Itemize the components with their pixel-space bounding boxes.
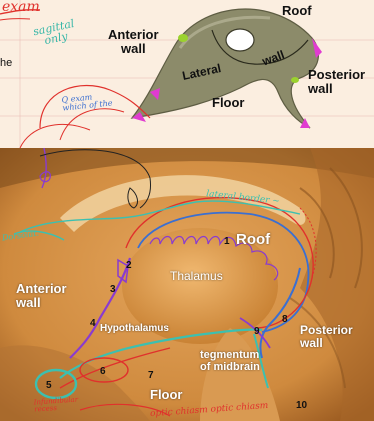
schematic-panel: exam sagittal only he Q exam which of th…	[0, 0, 374, 148]
number-7: 7	[148, 370, 154, 381]
diagram-label-anterior-wall: Anterior wall	[108, 28, 159, 55]
photo-label-floor: Floor	[150, 388, 183, 402]
photo-label-thalamus: Thalamus	[170, 270, 223, 283]
number-1: 1	[224, 236, 230, 247]
foramen-marker	[291, 77, 299, 83]
diagram-label-roof: Roof	[282, 4, 312, 18]
photo-label-posterior-wall: Posterior wall	[300, 324, 353, 349]
third-ventricle-shape	[132, 9, 318, 128]
number-5: 5	[46, 380, 52, 391]
number-8: 8	[282, 314, 288, 325]
number-10: 10	[296, 400, 307, 411]
note-left-fragment: he	[0, 58, 12, 70]
number-6: 6	[100, 366, 106, 377]
photo-label-anterior-wall: Anterior wall	[16, 282, 67, 309]
number-4: 4	[90, 318, 96, 329]
number-2: 2	[126, 260, 132, 271]
number-3: 3	[110, 284, 116, 295]
photo-label-roof: Roof	[236, 232, 270, 248]
brain-section-photo: Dorsolat. lateral border ~ optic chiasm …	[0, 148, 374, 421]
note-exam-title: exam	[2, 0, 40, 14]
photo-label-tegmentum: tegmentum of midbrain	[200, 350, 260, 373]
foramen-marker	[178, 34, 188, 42]
diagram-label-posterior-wall: Posterior wall	[308, 68, 365, 95]
number-9: 9	[254, 326, 260, 337]
photo-label-hypothalamus: Hypothalamus	[100, 324, 169, 335]
diagram-label-floor: Floor	[212, 96, 245, 110]
interthalamic-adhesion-hole	[226, 29, 254, 51]
